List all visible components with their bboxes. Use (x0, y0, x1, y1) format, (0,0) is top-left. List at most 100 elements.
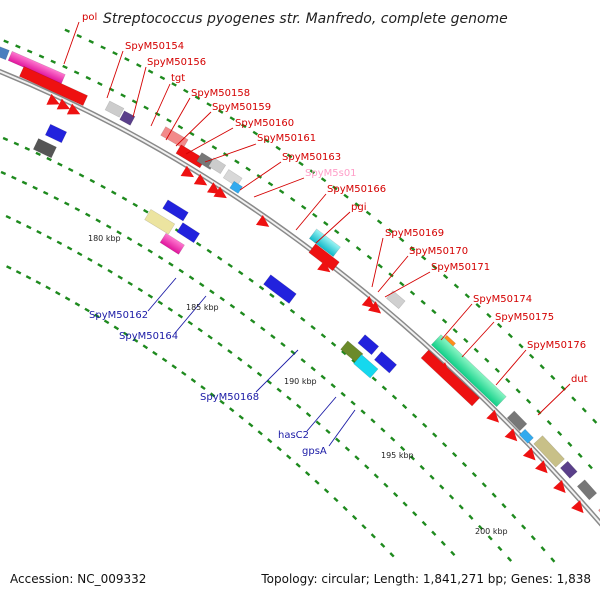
tick-dot (587, 463, 593, 470)
tick-dot (248, 277, 254, 283)
tick-dot (206, 102, 212, 107)
feature-block (386, 290, 406, 310)
tick-dot (177, 313, 184, 319)
tick-dot (420, 299, 426, 305)
cds-arrow (18, 66, 89, 106)
tick-dot (46, 235, 52, 240)
tick-dot (399, 281, 405, 287)
tick-dot (229, 303, 236, 309)
tick-dot (107, 268, 113, 274)
tick-dot (431, 530, 437, 536)
tick-dot (209, 289, 215, 295)
tick-dot (260, 326, 266, 332)
leader-line (147, 277, 177, 312)
tick-dot (97, 81, 103, 86)
gene-label-spym50163[interactable]: SpyM50163 (282, 152, 341, 163)
leader-line (185, 127, 234, 155)
tick-dot (412, 511, 418, 517)
tick-dot (197, 327, 203, 333)
tick-dot (121, 196, 128, 201)
tick-dot (304, 471, 311, 477)
tick-dot (177, 124, 184, 130)
gene-label-spym50154[interactable]: SpyM50154 (125, 41, 184, 52)
gene-label-hasc2[interactable]: hasC2 (278, 430, 309, 441)
tick-dot (501, 503, 507, 509)
feature-block (353, 354, 379, 379)
tick-dot (314, 479, 320, 485)
tick-dot (111, 190, 117, 195)
gene-label-spym50176[interactable]: SpyM50176 (527, 340, 586, 351)
gene-label-spym50159[interactable]: SpyM50159 (212, 102, 271, 113)
tick-dot (194, 95, 201, 100)
tick-dot (361, 524, 367, 530)
leader-line (174, 295, 207, 334)
gene-label-spym50174[interactable]: SpyM50174 (473, 294, 532, 305)
tick-dot (248, 422, 254, 428)
gene-label-spym50175[interactable]: SpyM50175 (495, 312, 554, 323)
tick-dot (154, 111, 161, 117)
gene-label-spym50156[interactable]: SpyM50156 (147, 57, 206, 68)
gene-label-tgt[interactable]: tgt (171, 73, 185, 84)
tick-dot (241, 123, 247, 129)
tick-dot (289, 308, 296, 314)
tick-dot (323, 488, 330, 494)
gene-label-spym50171[interactable]: SpyM50171 (431, 262, 490, 273)
tick-dot (234, 159, 240, 165)
tick-dot (475, 303, 481, 309)
tick-dot (252, 130, 259, 136)
gene-label-spym50161[interactable]: SpyM50161 (257, 133, 316, 144)
tick-dot (267, 181, 274, 187)
tick-dot (577, 452, 583, 459)
tick-dot (295, 462, 301, 468)
gene-label-spym50169[interactable]: SpyM50169 (385, 228, 444, 239)
tick-dot (64, 296, 71, 301)
tick-dot (229, 116, 236, 121)
feature-block (430, 334, 507, 408)
tick-dot (112, 51, 118, 56)
tick-dot (387, 228, 394, 234)
gene-label-spym50162[interactable]: SpyM50162 (89, 310, 148, 321)
gene-label-pol[interactable]: pol (82, 12, 97, 23)
tick-dot (0, 170, 7, 176)
tick-dot (123, 331, 129, 337)
tick-dot (323, 221, 329, 226)
tick-dot (85, 212, 91, 218)
tick-dot (117, 275, 123, 280)
tick-dot (257, 430, 263, 436)
tick-dot (181, 371, 187, 376)
gene-label-spym50166[interactable]: SpyM50166 (327, 184, 386, 195)
reverse-labels: SpyM50162 SpyM50164 SpyM50168 hasC2 gpsA (89, 310, 327, 457)
tick-dot (46, 156, 52, 162)
tick-dot (183, 88, 189, 94)
gene-label-dut[interactable]: dut (571, 374, 588, 385)
gene-label-gpsa[interactable]: gpsA (302, 446, 327, 457)
tick-dot (530, 535, 536, 541)
tick-dot (76, 33, 82, 39)
tick-dot (237, 356, 243, 362)
gene-label-spym50160[interactable]: SpyM50160 (235, 118, 294, 129)
tick-dot (581, 407, 587, 413)
tick-dot (310, 325, 316, 330)
tick-dot (269, 293, 275, 298)
leader-line (440, 303, 473, 341)
tick-dot (409, 455, 416, 461)
gene-label-spym50170[interactable]: SpyM50170 (409, 246, 468, 257)
feature-block (506, 410, 528, 432)
gene-label-spym5s01[interactable]: SpyM5s01 (305, 168, 357, 179)
tick-dot (64, 201, 70, 206)
tick-dot (26, 49, 33, 54)
tick-dot (275, 145, 281, 151)
scale-label-195: 195 kbp (381, 451, 414, 460)
gene-label-spym50168[interactable]: SpyM50168 (200, 392, 259, 403)
tick-dot (152, 350, 158, 356)
leader-line (165, 97, 191, 141)
gene-features (0, 39, 600, 525)
tick-dot (333, 497, 339, 503)
gene-label-spym50158[interactable]: SpyM50158 (191, 88, 250, 99)
tick-dot (143, 208, 149, 214)
tick-dot (360, 409, 366, 415)
gene-label-pgi[interactable]: pgi (351, 202, 366, 213)
gene-label-spym50164[interactable]: SpyM50164 (119, 331, 178, 342)
tick-dot (399, 445, 406, 452)
cds-arrowhead (255, 215, 270, 227)
